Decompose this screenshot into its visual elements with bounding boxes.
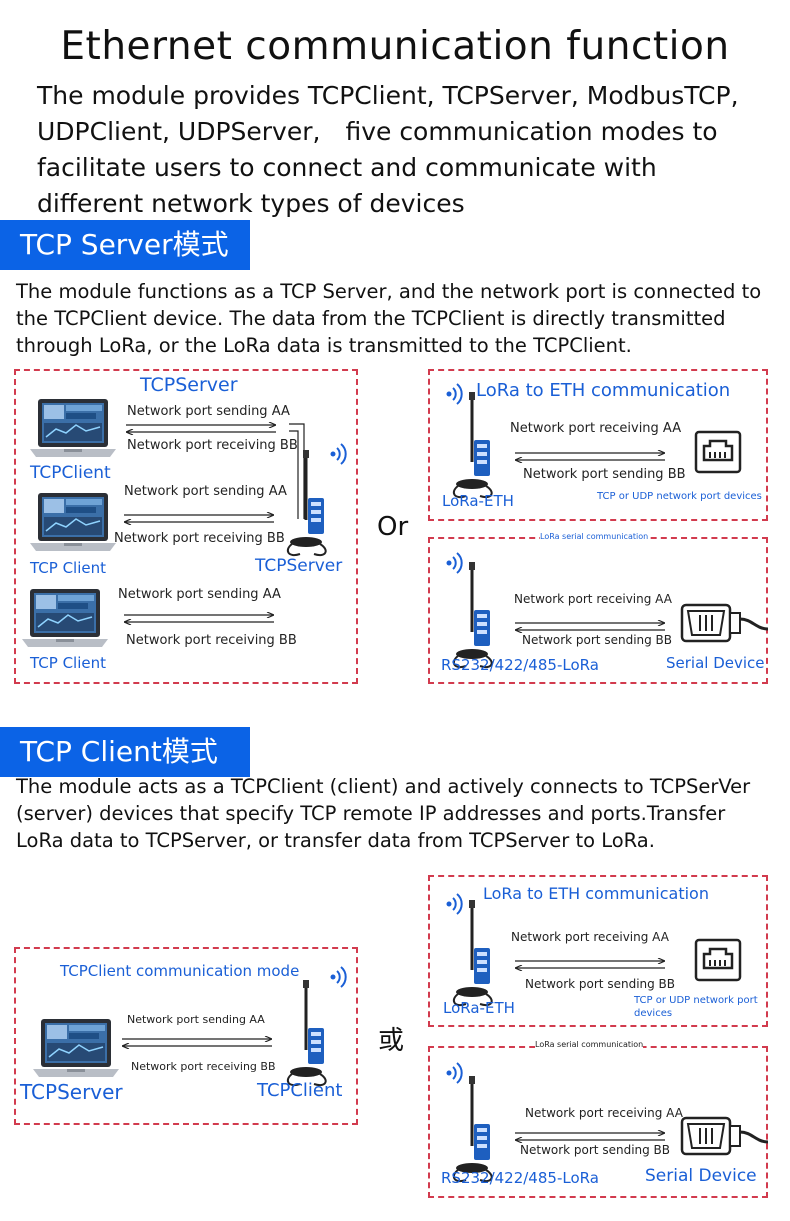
wireless-signal-icon <box>330 443 347 465</box>
client-send-label: Network port sending AA <box>127 1013 265 1026</box>
send-label-3: Network port sending AA <box>118 587 281 602</box>
lora-module-icon <box>286 980 328 1087</box>
serial-connector-icon <box>680 603 768 643</box>
send-label-1: Network port sending AA <box>127 404 290 419</box>
arrow-left-2 <box>124 519 274 525</box>
recv-label-3: Network port receiving BB <box>126 633 297 648</box>
arrow-right-3 <box>124 612 274 618</box>
serial-arrow-right <box>515 1130 665 1136</box>
eth-send-label: Network port sending BB <box>523 467 686 482</box>
arrow-right-2 <box>124 512 274 518</box>
lora-module-icon <box>286 450 328 557</box>
intro-paragraph: The module provides TCPClient, TCPServer… <box>37 81 739 218</box>
tcp-client-description: The module acts as a TCPClient (client) … <box>16 775 751 852</box>
tcp-server-diagram <box>14 369 358 684</box>
lora-module-icon <box>452 900 494 1007</box>
lora-eth-diagram <box>428 875 768 1027</box>
tcp-udp-device-label: TCP or UDP network port devices <box>597 491 762 502</box>
arrow-right-1 <box>126 422 276 428</box>
tcp-server-label: TCPServer <box>20 1080 123 1104</box>
arrow-left-3 <box>124 619 274 625</box>
or-label-cn: 或 <box>378 1026 405 1056</box>
or-label: Or <box>377 512 409 542</box>
laptop-icon <box>22 588 108 648</box>
serial-module-label: RS232/422/485-LoRa <box>441 1169 599 1187</box>
client-arrow-right <box>122 1036 272 1042</box>
send-label-2: Network port sending AA <box>124 484 287 499</box>
tcp-client-label-1: TCPClient <box>30 463 111 483</box>
tcp-server-description: The module functions as a TCP Server, an… <box>16 280 762 357</box>
tcp-server-banner: TCP Server模式 <box>0 220 250 270</box>
tcp-client-label-3: TCP Client <box>30 654 106 672</box>
arrow-left-1 <box>126 429 276 435</box>
client-arrow-left <box>122 1043 272 1049</box>
serial-recv-label: Network port receiving AA <box>514 592 672 606</box>
tcp-client-label: TCPClient <box>257 1080 343 1101</box>
eth-arrow-right <box>515 958 665 964</box>
lora-eth-module-label: LoRa-ETH <box>443 999 515 1017</box>
lora-module-icon <box>452 392 494 499</box>
serial-device-label: Serial Device <box>645 1166 757 1186</box>
page-title: Ethernet communication function <box>60 24 730 69</box>
client-recv-label: Network port receiving BB <box>131 1060 276 1073</box>
lora-eth-title: LoRa to ETH communication <box>476 380 731 401</box>
ethernet-port-icon <box>694 430 742 474</box>
laptop-icon <box>30 398 116 458</box>
recv-label-1: Network port receiving BB <box>127 438 298 453</box>
lora-eth-title: LoRa to ETH communication <box>483 884 709 903</box>
wireless-signal-icon <box>330 966 347 988</box>
eth-recv-label: Network port receiving AA <box>511 930 669 944</box>
serial-connector-icon <box>680 1116 768 1156</box>
tcp-client-diagram <box>14 947 358 1125</box>
serial-send-label: Network port sending BB <box>522 633 673 647</box>
tcp-client-mode-heading: TCPClient communication mode <box>60 962 300 980</box>
eth-arrow-left <box>515 457 665 463</box>
serial-arrow-right <box>515 620 665 626</box>
laptop-icon <box>30 492 116 552</box>
eth-arrow-right <box>515 450 665 456</box>
tcp-client-banner: TCP Client模式 <box>0 727 250 777</box>
eth-send-label: Network port sending BB <box>525 977 676 991</box>
serial-send-label: Network port sending BB <box>520 1143 671 1157</box>
eth-arrow-left <box>515 965 665 971</box>
laptop-icon <box>33 1018 119 1078</box>
recv-label-2: Network port receiving BB <box>114 531 285 546</box>
serial-module-label: RS232/422/485-LoRa <box>441 656 599 674</box>
eth-recv-label: Network port receiving AA <box>510 421 682 436</box>
serial-device-label: Serial Device <box>666 654 765 672</box>
serial-recv-label: Network port receiving AA <box>525 1106 683 1120</box>
lora-serial-caption: LoRa serial communication <box>540 532 649 541</box>
lora-eth-diagram <box>428 369 768 521</box>
lora-eth-module-label: LoRa-ETH <box>442 492 514 510</box>
tcp-client-label-2: TCP Client <box>30 559 106 577</box>
tcp-server-heading: TCPServer <box>140 374 238 396</box>
tcp-udp-device-label: TCP or UDP network port devices <box>634 995 758 1019</box>
lora-serial-caption: LoRa serial communication <box>535 1040 644 1049</box>
tcp-server-label: TCPServer <box>255 556 343 576</box>
ethernet-port-icon <box>694 938 742 982</box>
connector-lines <box>289 423 305 519</box>
